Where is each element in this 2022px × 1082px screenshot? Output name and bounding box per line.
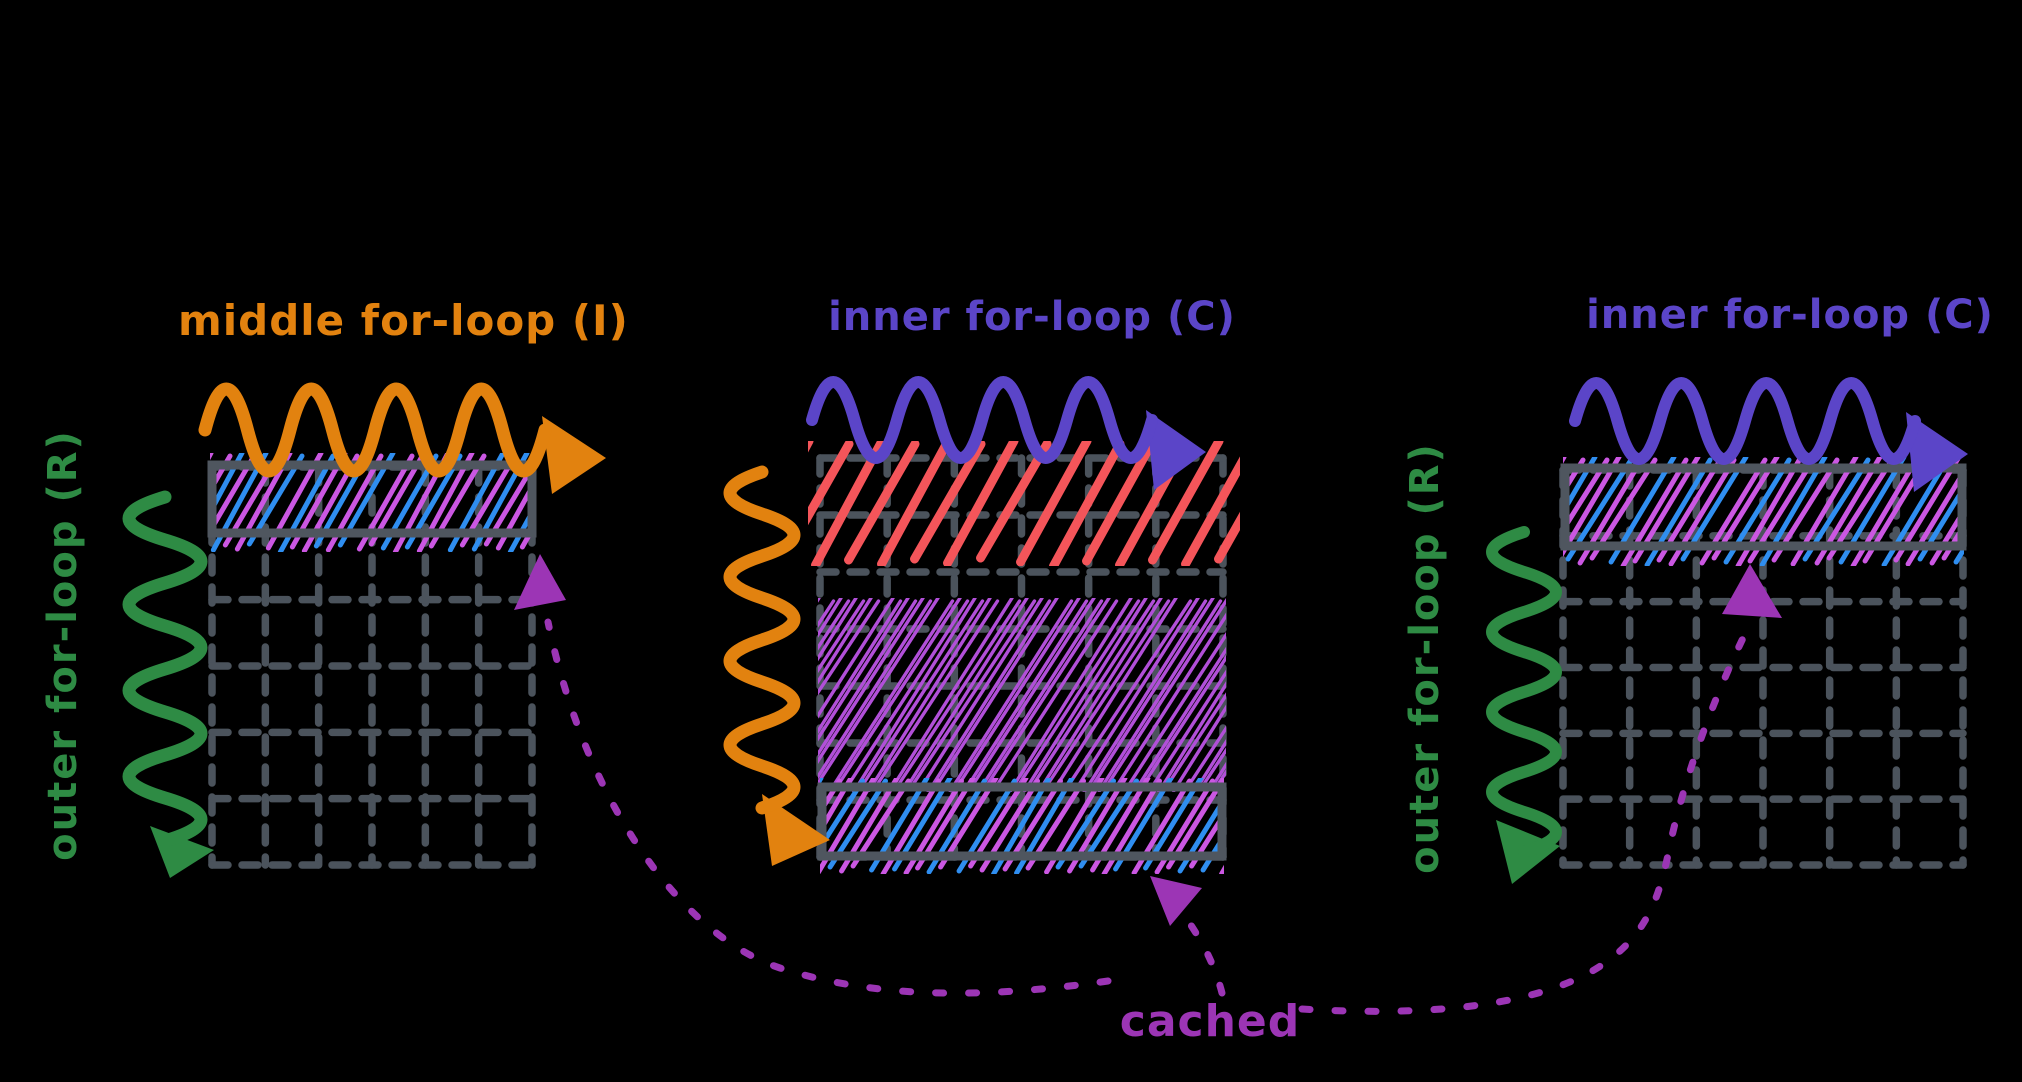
left-matrix-row-highlight-border (207, 460, 537, 538)
cached-connector-left (544, 618, 1112, 997)
right-matrix-row-highlight-border (1560, 463, 1967, 551)
cached-arrowhead-middle (1150, 876, 1202, 926)
inner-forloop-arrowhead-middle (1146, 410, 1206, 490)
inner-for-loop-label-right: inner for-loop (C) (1586, 292, 1994, 338)
outer-forloop-wave-arrow-left (122, 490, 214, 878)
middle-forloop-wave-arrow (198, 382, 606, 494)
cached-arrowhead-left (514, 554, 566, 610)
middle-forloop-wave-arrow-vertical (723, 465, 830, 866)
middle-matrix-cached-block-hatch (818, 598, 1226, 792)
cached-arrowhead-right (1722, 564, 1782, 618)
cached-connector-right (1298, 624, 1752, 1015)
middle-matrix-row-highlight-border (817, 782, 1227, 861)
inner-forloop-arrowhead-right (1906, 412, 1968, 492)
middle-for-loop-label: middle for-loop (I) (178, 296, 629, 345)
inner-forloop-wave-arrow-middle (806, 376, 1206, 490)
cached-connector-middle (1182, 914, 1226, 997)
cached-label: cached (1119, 996, 1301, 1047)
outer-for-loop-label-left: outer for-loop (R) (40, 429, 86, 861)
middle-forloop-arrowhead-vertical (762, 794, 830, 866)
middle-forloop-arrowhead (542, 416, 606, 494)
outer-forloop-wave-arrow-right (1486, 526, 1562, 884)
inner-forloop-wave-arrow-right (1569, 377, 1968, 492)
outer-for-loop-label-right: outer for-loop (R) (1402, 442, 1448, 874)
inner-for-loop-label-middle: inner for-loop (C) (828, 294, 1236, 340)
